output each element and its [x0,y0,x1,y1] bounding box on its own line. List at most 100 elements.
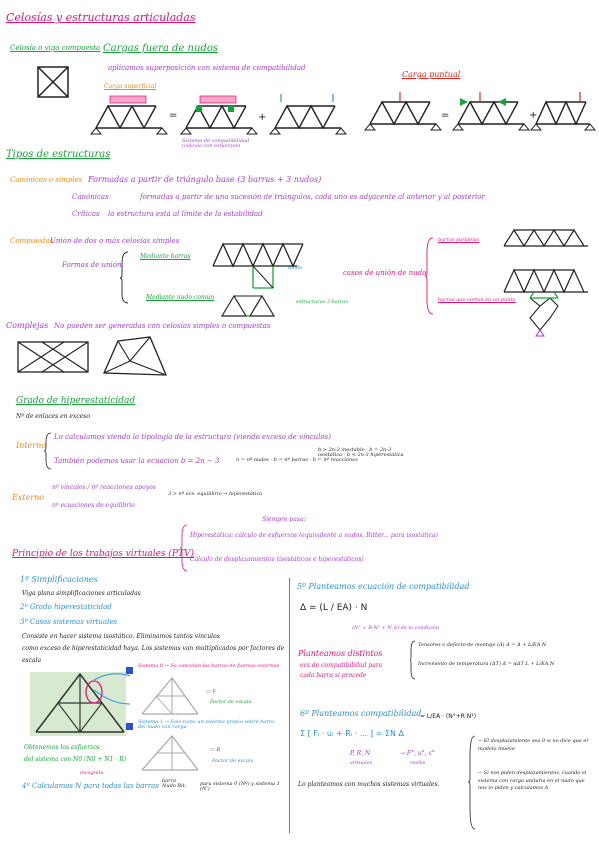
del-sistema-label: del sistema con N0 (N0 + N1 · R) [24,756,127,763]
compuestas-label: Compuestas [10,237,54,245]
tenso-text: Tensores o defecto de montaje (Δ) Δ = Δ … [418,642,547,648]
ptv-heading: Principio de los trabajos virtuales (PTV… [12,549,195,559]
sistema1-badge [126,723,133,730]
step-1-text: Viga plana simplificaciones articuladas [22,590,141,597]
s6-mid: P, R, N [350,750,371,757]
interno-1: Lo calculamos viendo la tipología de la … [54,433,331,441]
compleja-1 [17,341,89,373]
externo-label: Externo [12,493,45,502]
grado-heading: Grado de hiperestaticidad [16,396,136,406]
s6-mid2: virtuales [350,760,373,766]
cortan-truss [503,268,588,337]
unido-label: unido [288,265,303,271]
truss-compat [179,95,259,135]
step-4-barra: barra Nudo Rit. [162,778,187,789]
step-4-para: para sistema 0 (Nº) y sistema 1 (N') [200,781,280,792]
delta-equation: Δ = (L / EA) · N [300,603,368,613]
plus-sign-1: + [258,112,267,123]
s6-brace [467,735,476,830]
compuesta-truss [212,242,304,289]
interno-2: También podemos usar la ecuación b = 2n … [54,457,220,465]
interno-cases: b > 2n-3 inestable · b = 2n-3 isostática… [318,447,404,458]
step-6-aux: = L/EA · (N°+R·N¹) [420,713,477,720]
carga-superficial-label: Carga superficial [104,83,157,90]
truss-puntual-1 [363,92,443,131]
siempre-label: Siempre pasa: [262,516,306,523]
truss-puntual-2 [451,92,531,131]
ptv-despl: Cálculo de desplazamientos (isostáticos … [190,556,364,563]
canonicas-label: Canónicas o simples [10,176,83,184]
step-3-text1: Consiste en hacer sistema isostático. El… [22,633,220,640]
eq-sign-2: = [441,110,450,121]
canonicas-sub-label: Canónicas [72,193,109,201]
sistema0-truss [141,677,199,715]
factor1-label: Factor de escala [212,758,254,764]
canonicas-sub-text: formadas a partir de una sucesión de tri… [140,193,485,201]
s6-mid3: → F°, u°, ε° [400,750,435,757]
incremento-text: Incremento de temperatura (ΔT) Δ = αΔT L… [418,661,555,667]
plant-2: ecs de compatibilidad para [300,662,383,669]
carga-puntual-label: Carga puntual [402,70,461,79]
paralelas-truss [503,228,588,248]
compuesta-triangles [220,294,276,317]
step-3: 3º Casos sistemas virtuales [20,618,118,626]
celosia-diagram [37,66,69,98]
externo-rel: 3 > nº ecs. equilibrio → hiperestática [168,491,263,497]
cargas-heading: Cargas fuera de nudos [103,43,218,54]
delta-sub: (N° + R·N¹ + N_k) de la condición [352,625,440,631]
plant-label: Planteamos distintos [298,649,383,658]
factor0-label: Factor de escala [210,699,252,705]
step-1: 1º Simplificaciones [20,575,98,584]
casos-brace [424,237,434,315]
truss-superficial [89,95,169,135]
column-divider [289,578,290,833]
externo-1: nº vínculos / nº reacciones apoyos [52,484,156,491]
step-3-text3: escala [22,657,42,664]
complejas-label: Complejas [6,321,49,330]
plus-sign-2: + [529,110,538,121]
sistema1-text: Sistema 1 → Solo tiene un sistema propio… [138,719,275,730]
incognita-label: incógnita [80,770,104,776]
ptv-hiper: Hiperestática: cálculo de esfuerzos (equ… [190,532,438,539]
truss-photo [35,672,125,733]
tipos-heading: Tipos de estructuras [6,149,111,160]
sistema1-truss [141,735,199,771]
externo-2: nº ecuaciones de equilibrio [52,502,135,509]
criticas-text: la estructura está al límite de la estab… [108,210,263,218]
barras-paralelas-label: barras paralelas [438,237,480,243]
plant-brace [409,640,416,680]
formas-label: Formas de unión [62,261,122,269]
casos-label: casos de unión de nudo [343,269,427,277]
interno-label: Interno [16,441,47,450]
sistema0-badge [126,667,133,674]
canonicas-text: Formadas a partir de triángulo base (3 b… [88,175,322,184]
step-6: 6º Planteamos compatibilidad [300,709,422,718]
sistema-note: Sistema de compatibilidad (cálculo con e… [182,138,250,149]
cargas-subtitle: aplicamos superposición con sistema de c… [108,64,306,72]
interno-legend: n = nº nudos · b = nº barras · h = nº re… [236,457,358,463]
truss-puntual-3 [529,92,597,131]
step-2: 2º Grado hiperestaticidad [20,603,112,611]
mediante-nudo-label: Mediante nudo común [146,294,215,301]
s6-right-1: − El desplazamiento sea 0 si no dice que… [478,738,588,752]
celosia-label: Celosía o viga compuesta [10,44,101,52]
compleja-2 [103,336,167,376]
factor1-r: ▭ R [210,747,221,753]
factor0-f: ▭ F [206,689,216,695]
eq-sign-1: = [169,110,178,121]
step-4: 4º Calculamos N para todas las barras [22,782,159,790]
photo-connector [93,673,131,705]
formas-brace [119,251,129,304]
step-6-eq: Σ [ Fᵢ · uᵢ + Rᵢ · ... ] = ΣN Δ [300,729,404,738]
criticas-label: Críticas [72,210,100,218]
step-5: 5º Planteamos ecuación de compatibilidad [297,582,470,591]
plant-3: cada barra si procede [300,672,367,679]
sistema0-text: Sistema 0 → Se cancelan las barras de fu… [138,663,280,669]
ptv-brace [179,524,188,572]
mediante-barras-label: Mediante barras [140,253,191,260]
compuestas-text: Unión de dos o más celosías simples [50,237,180,245]
estructuras-3barras-label: estructuras 3 barras [296,299,348,305]
interno-brace [43,432,52,470]
truss-photo-panel [30,672,126,736]
